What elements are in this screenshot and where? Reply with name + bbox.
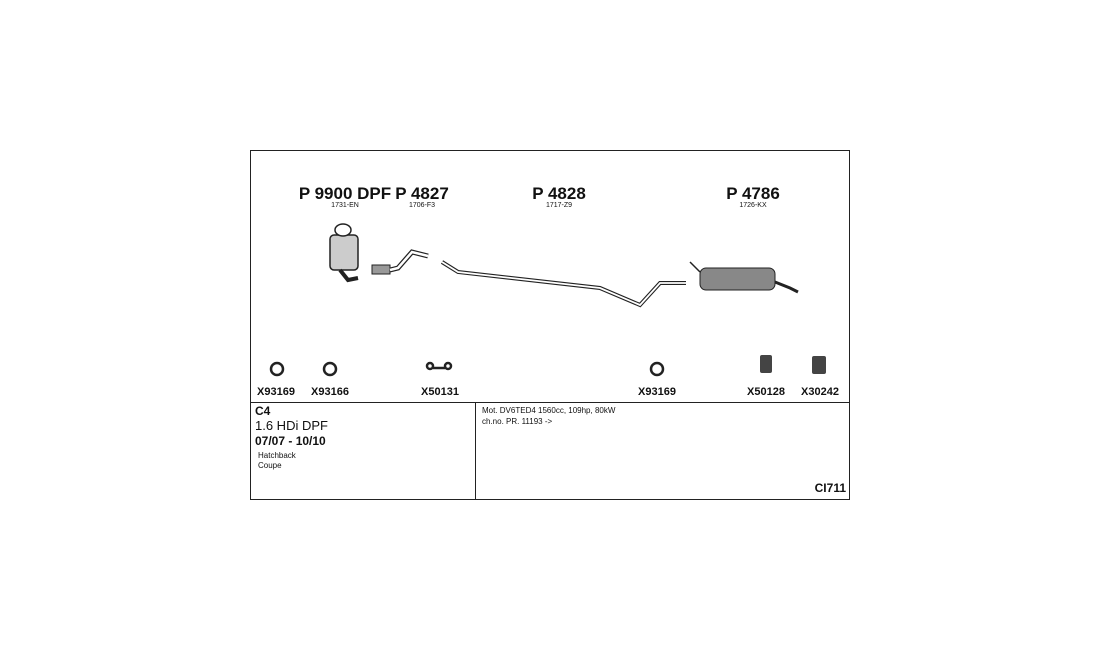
oe-number: 1717-Z9 [545, 202, 573, 209]
vehicle-years: 07/07 - 10/10 [255, 434, 326, 448]
accessory-code[interactable]: X50131 [421, 386, 459, 398]
accessory-code[interactable]: X30242 [801, 386, 839, 398]
accessory-code[interactable]: X93166 [311, 386, 349, 398]
vehicle-model: C4 [255, 404, 271, 418]
exhaust-diagram-frame [250, 150, 850, 500]
middle-pipe-icon [440, 260, 686, 308]
part-number[interactable]: P 4827 [395, 184, 449, 203]
chassis-note: ch.no. PR. 11193 -> [482, 417, 553, 426]
engine-note: Mot. DV6TED4 1560cc, 109hp, 80kW [482, 406, 616, 415]
part-number[interactable]: P 4786 [726, 184, 780, 203]
oe-number: 1726-KX [739, 202, 767, 209]
vehicle-engine: 1.6 HDi DPF [255, 418, 328, 433]
accessory-code[interactable]: X93169 [257, 386, 295, 398]
clamp-icon [269, 361, 665, 377]
vehicle-body: Coupe [258, 461, 282, 470]
part-number[interactable]: P 9900 DPF [298, 184, 392, 203]
oe-number: 1706-F3 [408, 202, 436, 209]
divider [251, 402, 849, 403]
accessory-code[interactable]: X50128 [747, 386, 785, 398]
diagram-code: CI711 [814, 481, 846, 495]
rubber-mount-icon [760, 355, 826, 374]
vehicle-body: Hatchback [258, 451, 296, 460]
part-number[interactable]: P 4828 [532, 184, 586, 203]
front-pipe-icon [371, 249, 429, 275]
oe-number: 1731-EN [331, 202, 359, 209]
accessory-code[interactable]: X93169 [638, 386, 676, 398]
rear-silencer-icon [689, 261, 799, 294]
divider [475, 402, 476, 499]
dpf-catalyst-icon [329, 223, 359, 283]
